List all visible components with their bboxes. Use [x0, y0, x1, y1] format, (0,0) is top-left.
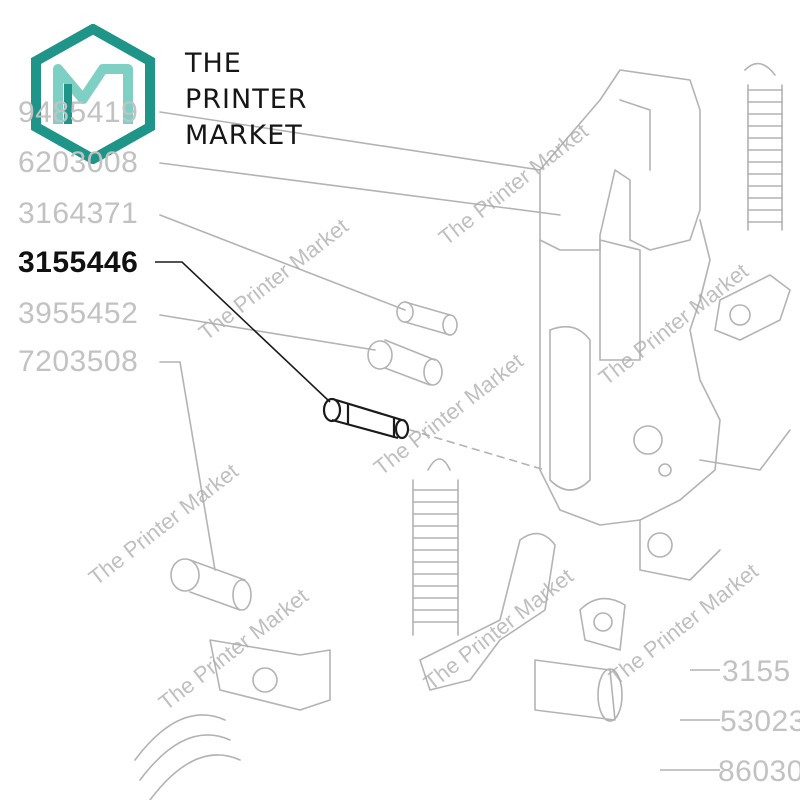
part-label: 6203008 [18, 146, 139, 179]
leader-lines [159, 111, 561, 571]
right-lever [714, 274, 791, 341]
brand-line-3: MARKET [185, 120, 303, 151]
part-label-right: 86030 [718, 755, 800, 788]
main-bracket [539, 69, 791, 581]
center-spring [412, 458, 459, 636]
lower-center-parts [419, 532, 626, 722]
part-label: 7203508 [18, 345, 139, 378]
brand-line-1: THE [185, 48, 242, 79]
highlighted-part-label: 3155446 [18, 246, 139, 279]
small-pin-upper [396, 301, 458, 336]
highlighted-pin-3155446 [155, 261, 410, 440]
spring-top-right [744, 62, 783, 231]
part-label-right: 3155 [722, 655, 791, 688]
part-label: 3955452 [18, 297, 139, 330]
pin-3955452 [367, 339, 443, 386]
lower-left-block [134, 639, 331, 800]
part-label: 3164371 [18, 197, 139, 230]
part-label: 9485419 [18, 96, 139, 129]
pin-7203508 [170, 558, 252, 611]
brand-line-2: PRINTER [185, 84, 308, 115]
brand-name: THE PRINTER MARKET [185, 46, 308, 154]
part-label-right: 53023 [720, 705, 800, 738]
printer-market-logo [31, 24, 155, 164]
